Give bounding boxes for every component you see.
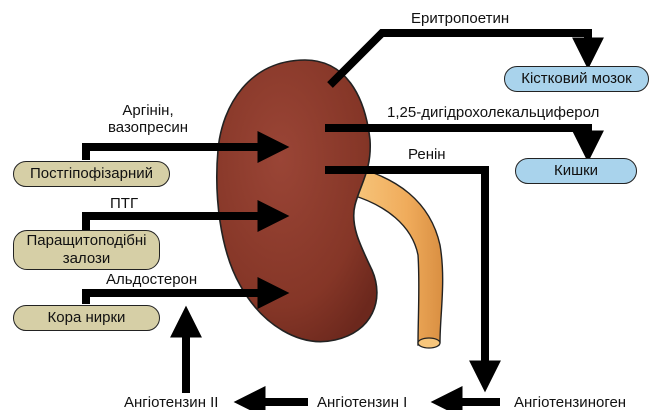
arginine-vasopressin-label: Аргінін, вазопресин: [108, 102, 188, 136]
parathyroid-label: Паращитоподібні залози: [20, 232, 153, 268]
renin-label: Ренін: [408, 146, 446, 163]
posterior-pituitary-label: Постгіпофізарний: [30, 165, 153, 183]
ureter-opening: [418, 338, 440, 348]
intestine-label: Кишки: [554, 162, 598, 180]
angiotensinogen-label: Ангіотензиноген: [514, 394, 626, 411]
calcitriol-label: 1,25-дигідрохолекальциферол: [387, 104, 599, 121]
intestine-box: Кишки: [515, 158, 637, 184]
angiotensin-i-label: Ангіотензин I: [317, 394, 407, 411]
kidney: [217, 60, 377, 342]
aldosterone-label: Альдостерон: [106, 271, 197, 288]
erythropoietin-label: Еритропоетин: [411, 10, 509, 27]
angiotensin-ii-label: Ангіотензин II: [124, 394, 218, 411]
adrenal-cortex-label: Кора нирки: [48, 309, 126, 327]
posterior-pituitary-box: Постгіпофізарний: [13, 161, 170, 187]
aldosterone-arrow: [86, 293, 275, 304]
pth-label: ПТГ: [110, 195, 138, 212]
parathyroid-box: Паращитоподібні залози: [13, 230, 160, 270]
adrenal-cortex-box: Кора нирки: [13, 305, 160, 331]
bone-marrow-label: Кістковий мозок: [521, 70, 632, 88]
bone-marrow-box: Кістковий мозок: [504, 66, 649, 92]
